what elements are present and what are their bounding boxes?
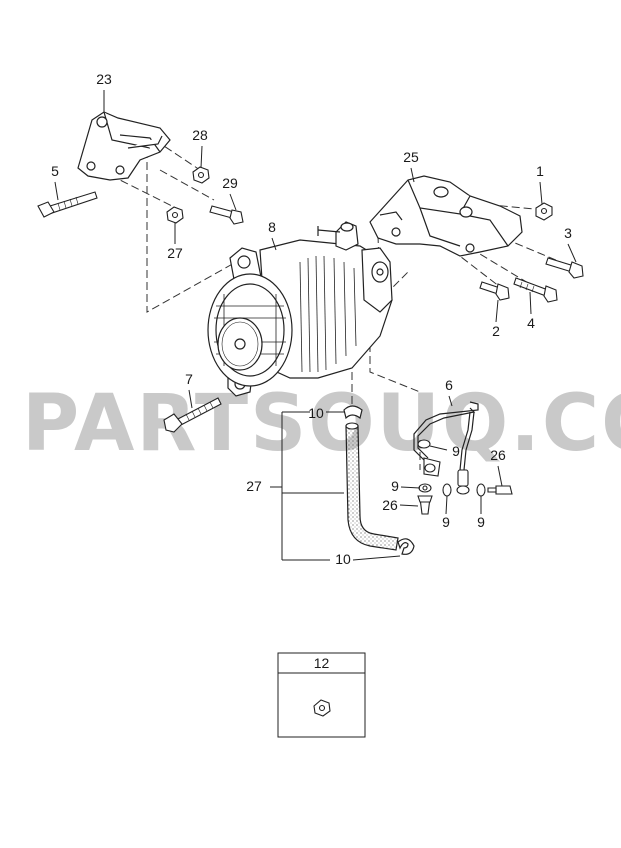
callout-c10a: 10 (308, 405, 324, 421)
callout-c10b: 10 (335, 551, 351, 567)
callout-c8: 8 (268, 219, 276, 235)
oil-pipe-6 (413, 401, 479, 471)
vacuum-hose-27 (345, 422, 399, 551)
callout-c4: 4 (527, 315, 535, 331)
callout-c9c: 9 (442, 514, 450, 530)
inset-box-12: 12 (277, 652, 366, 738)
callout-c27a: 27 (167, 245, 183, 261)
bolt-29 (209, 205, 244, 225)
nut-12 (313, 699, 331, 717)
nut-27 (166, 206, 184, 224)
callout-c23: 23 (96, 71, 112, 87)
callout-c25: 25 (403, 149, 419, 165)
callout-c26b: 26 (382, 497, 398, 513)
callout-c9a: 9 (452, 443, 460, 459)
callout-c1: 1 (536, 163, 544, 179)
watermark-text: PARTSOUQ.COM (22, 379, 621, 469)
mounting-bracket-25 (369, 175, 523, 257)
callout-c6: 6 (445, 377, 453, 393)
mounting-bracket-23 (77, 111, 171, 181)
callout-c26a: 26 (490, 447, 506, 463)
callout-c7: 7 (185, 371, 193, 387)
callout-c5: 5 (51, 163, 59, 179)
inset-label: 12 (314, 655, 330, 671)
callout-c9d: 9 (477, 514, 485, 530)
bolt-5 (37, 191, 98, 218)
bolt-4 (513, 277, 558, 303)
nut-28 (192, 166, 210, 184)
callout-leader-group (270, 411, 344, 561)
alternator-8 (207, 221, 393, 397)
pipe-fittings (417, 439, 513, 515)
bolt-3 (545, 257, 584, 279)
callout-c28: 28 (192, 127, 208, 143)
callout-c27b: 27 (246, 478, 262, 494)
bolt-2 (479, 281, 510, 301)
callout-c2: 2 (492, 323, 500, 339)
callout-leader-lines (54, 90, 577, 561)
nut-1 (535, 202, 553, 221)
callout-c29: 29 (222, 175, 238, 191)
callout-numbers: 23 28 5 29 27 8 25 1 3 2 4 7 6 10 9 26 27 9 26 9 9 10 (51, 71, 572, 567)
hose-clamps-10 (343, 405, 415, 555)
bolt-7 (163, 397, 222, 433)
callout-c3: 3 (564, 225, 572, 241)
callout-c9b: 9 (391, 478, 399, 494)
